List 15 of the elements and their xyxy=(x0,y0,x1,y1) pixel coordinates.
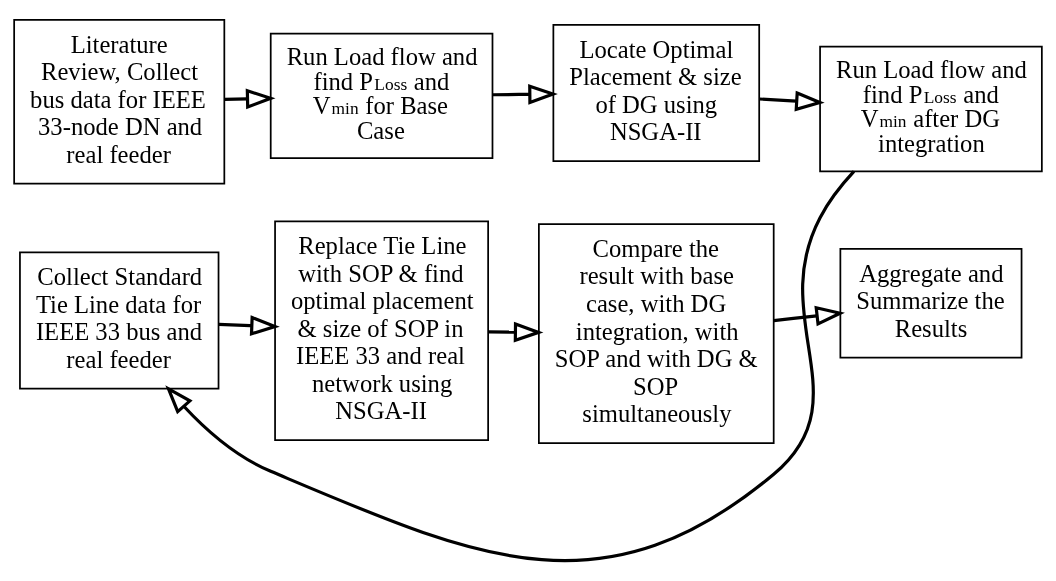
node-box: Collect Standard Tie Line data for IEEE 33 bus and real feeder xyxy=(19,251,220,390)
arrow xyxy=(773,305,845,327)
arrow xyxy=(492,83,558,105)
node-box: Compare the result with base case, with DG integration, with SOP and with DG & SOP simultaneously xyxy=(538,223,775,444)
node-box: Aggregate and Summarize the Results xyxy=(839,247,1023,359)
arrow xyxy=(165,170,856,562)
node-box: Run Load flow and find PLoss and Vmin after DG integration xyxy=(819,45,1043,173)
arrow xyxy=(224,88,276,110)
arrow xyxy=(759,90,825,112)
arrow xyxy=(488,321,544,343)
arrow xyxy=(218,315,280,336)
node-box: Locate Optimal Placement & size of DG using NSGA-II xyxy=(552,24,761,162)
node-box: Literature Review, Collect bus data for IEEE 33-node DN and real feeder xyxy=(13,18,226,185)
node-box: Replace Tie Line with SOP & find optimal placement & size of SOP in IEEE 33 and real network using NSGA-II xyxy=(274,220,489,441)
node-box: Run Load flow and find PLoss and Vmin for Base Case xyxy=(269,32,494,160)
